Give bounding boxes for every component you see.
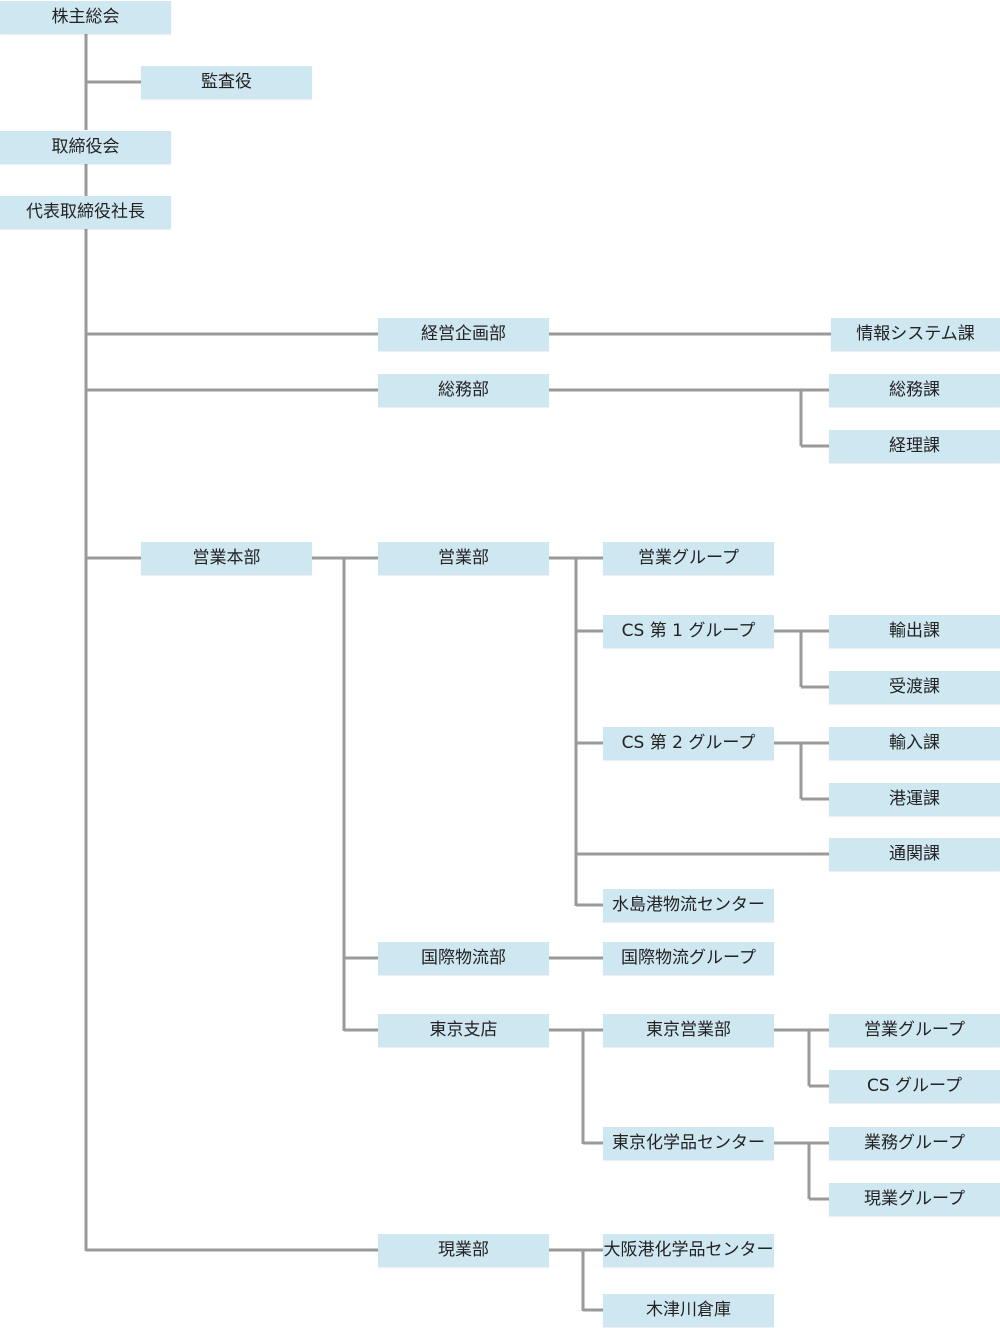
- general-section-box: 総務課: [829, 374, 1000, 407]
- kizugawa-warehouse-box: 木津川倉庫: [603, 1294, 774, 1327]
- president-box: 代表取締役社長: [0, 196, 171, 229]
- tokyo-sales-group-box: 営業グループ: [829, 1014, 1000, 1047]
- sales-group-box: 営業グループ: [603, 542, 774, 575]
- tokyo-sales-dept-box: 東京営業部: [603, 1014, 774, 1047]
- accounting-section-box: 経理課: [829, 430, 1000, 463]
- field-group-box: 現業グループ: [829, 1183, 1000, 1216]
- it-section-box: 情報システム課: [831, 318, 1000, 351]
- intl-logistics-group-box: 国際物流グループ: [603, 942, 774, 975]
- business-group-box: 業務グループ: [829, 1127, 1000, 1160]
- port-section-box: 港運課: [829, 783, 1000, 816]
- sales-dept-box: 営業部: [378, 542, 549, 575]
- delivery-section-box: 受渡課: [829, 671, 1000, 704]
- osaka-chem-center-box: 大阪港化学品センター: [603, 1234, 774, 1267]
- tokyo-chem-center-box: 東京化学品センター: [603, 1127, 774, 1160]
- field-ops-dept-box: 現業部: [378, 1234, 549, 1267]
- tokyo-cs-group-box: CS グループ: [829, 1070, 1000, 1103]
- planning-dept-box: 経営企画部: [378, 318, 549, 351]
- board-box: 取締役会: [0, 131, 171, 164]
- auditor-box: 監査役: [141, 66, 312, 99]
- tokyo-branch-box: 東京支店: [378, 1014, 549, 1047]
- customs-section-box: 通関課: [829, 838, 1000, 871]
- intl-logistics-dept-box: 国際物流部: [378, 942, 549, 975]
- sales-hq-box: 営業本部: [141, 542, 312, 575]
- cs1-group-box: CS 第 1 グループ: [603, 615, 774, 648]
- cs2-group-box: CS 第 2 グループ: [603, 727, 774, 760]
- shareholders-box: 株主総会: [0, 1, 171, 34]
- mizushima-center-box: 水島港物流センター: [603, 889, 774, 922]
- import-section-box: 輸入課: [829, 727, 1000, 760]
- general-affairs-dept-box: 総務部: [378, 374, 549, 407]
- export-section-box: 輸出課: [829, 615, 1000, 648]
